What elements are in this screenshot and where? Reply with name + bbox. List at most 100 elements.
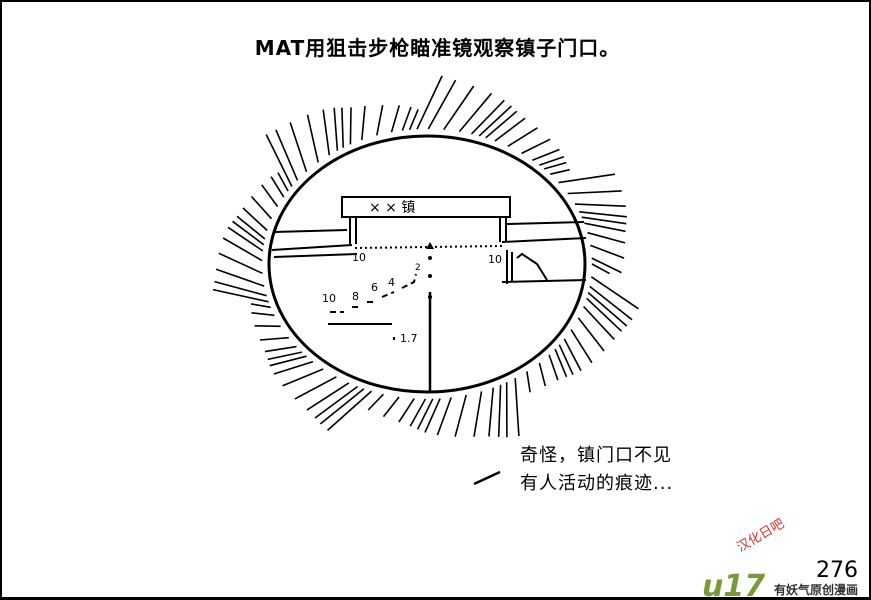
hatch-stroke bbox=[554, 348, 568, 378]
hatch-stroke bbox=[591, 257, 622, 274]
hatch-stroke bbox=[586, 297, 623, 332]
hatch-stroke bbox=[424, 398, 441, 433]
town-gate-sign bbox=[341, 196, 511, 218]
hatch-stroke bbox=[470, 99, 505, 135]
hatch-stroke bbox=[408, 109, 419, 131]
hatch-stroke bbox=[584, 222, 626, 233]
hatch-stroke bbox=[294, 376, 337, 400]
hatch-stroke bbox=[269, 355, 307, 367]
hatch-stroke bbox=[526, 371, 531, 393]
hatch-stroke bbox=[242, 207, 268, 232]
hatch-stroke bbox=[212, 288, 269, 303]
hatch-stroke bbox=[507, 127, 538, 147]
hatch-stroke bbox=[341, 107, 344, 148]
speech-tail bbox=[473, 470, 501, 486]
scene-lines bbox=[271, 196, 587, 392]
hatch-stroke bbox=[577, 317, 605, 352]
hatch-stroke bbox=[236, 215, 266, 240]
hatch-stroke bbox=[222, 237, 263, 262]
stadia-label: 8 bbox=[352, 290, 359, 303]
hatch-stroke bbox=[319, 388, 365, 425]
hatch-stroke bbox=[261, 184, 279, 208]
hatch-stroke bbox=[574, 203, 626, 207]
svg-text:汉化日吧: 汉化日吧 bbox=[735, 516, 788, 555]
hatch-stroke bbox=[232, 220, 265, 246]
panel-title: MAT用狙击步枪瞄准镜观察镇子门口。 bbox=[254, 36, 621, 60]
hatch-stroke bbox=[382, 396, 400, 418]
hatch-stroke bbox=[589, 285, 633, 321]
hatch-stroke bbox=[275, 129, 299, 181]
hatch-stroke bbox=[416, 75, 443, 130]
caption-line: 奇怪，镇门口不见 bbox=[520, 445, 672, 466]
hatch-stroke bbox=[416, 398, 434, 430]
hatch-stroke bbox=[514, 378, 520, 437]
hatch-stroke bbox=[550, 168, 570, 175]
hatch-stroke bbox=[590, 276, 639, 310]
sign-text: × × 镇 bbox=[369, 200, 415, 216]
hatch-stroke bbox=[558, 173, 616, 184]
hatch-stroke bbox=[326, 390, 373, 431]
hatch-stroke bbox=[267, 351, 303, 361]
hatch-stroke bbox=[587, 291, 628, 327]
hatch-stroke bbox=[214, 280, 267, 297]
hatch-stroke bbox=[581, 216, 627, 225]
hatch-stroke bbox=[361, 106, 366, 141]
hatch-stroke bbox=[306, 382, 350, 411]
hatch-stroke bbox=[548, 354, 559, 381]
hatch-stroke bbox=[587, 231, 626, 244]
hatch-stroke bbox=[539, 156, 565, 166]
hatch-stroke bbox=[485, 110, 518, 139]
hatch-stroke bbox=[436, 397, 452, 436]
hatch-stroke bbox=[401, 106, 412, 131]
hatch-stroke bbox=[521, 138, 551, 155]
hatch-stroke bbox=[322, 109, 331, 156]
hatch-stroke bbox=[497, 384, 502, 437]
hatch-stroke bbox=[250, 195, 273, 220]
hatch-stroke bbox=[349, 107, 352, 145]
hatch-stroke bbox=[333, 107, 339, 151]
hatch-stroke bbox=[488, 387, 494, 437]
stadia-label: 6 bbox=[371, 281, 378, 294]
hatch-stroke bbox=[579, 211, 627, 218]
stadia-label: 4 bbox=[388, 276, 395, 289]
hatch-stroke bbox=[532, 148, 560, 161]
hatch-stroke bbox=[273, 360, 314, 375]
page-number: 276 bbox=[816, 558, 858, 583]
hatch-stroke bbox=[567, 190, 622, 195]
stadia-label: 2 bbox=[415, 263, 421, 273]
hatch-stroke bbox=[259, 336, 289, 341]
hatch-stroke bbox=[427, 79, 457, 130]
caption-line: 有人活动的痕迹... bbox=[520, 473, 674, 494]
hatch-stroke bbox=[264, 345, 297, 353]
hatch-stroke bbox=[265, 134, 293, 187]
hatch-stroke bbox=[458, 92, 493, 133]
hatch-stroke bbox=[590, 244, 625, 259]
hatch-stroke bbox=[282, 368, 324, 387]
hatch-stroke bbox=[538, 362, 547, 387]
hatch-stroke bbox=[473, 391, 483, 437]
hatch-stroke bbox=[306, 114, 319, 163]
hatch-stroke bbox=[215, 268, 265, 287]
hatch-stroke bbox=[277, 172, 289, 192]
stadia-label: 10 bbox=[322, 292, 336, 305]
scope-lens bbox=[267, 134, 587, 394]
hatch-stroke bbox=[250, 303, 271, 309]
hatch-stroke bbox=[251, 312, 275, 317]
hatch-stroke bbox=[563, 338, 582, 372]
hatch-stroke bbox=[409, 398, 427, 427]
hatch-stroke bbox=[443, 85, 475, 131]
svg-text:u17: u17 bbox=[702, 569, 765, 600]
hatch-stroke bbox=[543, 161, 567, 170]
hatch-stroke bbox=[494, 117, 526, 142]
range-label-left: 10 bbox=[352, 251, 366, 264]
range-label-right: 10 bbox=[488, 253, 502, 266]
hatch-stroke bbox=[218, 252, 263, 275]
hatch-stroke bbox=[558, 344, 574, 376]
hatch-stroke bbox=[570, 329, 593, 364]
hatch-stroke bbox=[314, 385, 359, 419]
hatch-stroke bbox=[454, 394, 467, 437]
hatch-stroke bbox=[270, 176, 285, 198]
hatch-stroke bbox=[398, 398, 415, 423]
